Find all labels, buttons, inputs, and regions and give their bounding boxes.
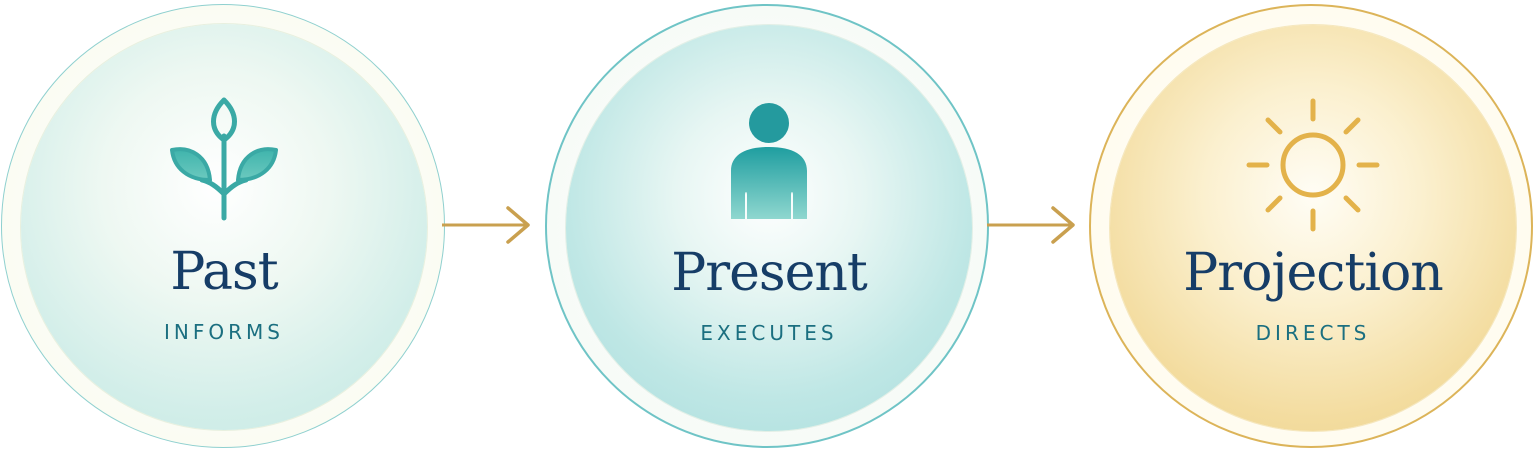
present-circle: Present EXECUTES <box>545 4 989 448</box>
present-subtitle: EXECUTES <box>700 321 838 345</box>
past-subtitle: INFORMS <box>164 320 284 344</box>
projection-circle: Projection DIRECTS <box>1089 4 1533 448</box>
arrow-right-icon <box>442 206 530 244</box>
past-circle-inner: Past INFORMS <box>21 24 427 430</box>
sprout-icon <box>170 97 278 221</box>
sun-icon <box>1246 98 1380 232</box>
present-circle-inner: Present EXECUTES <box>566 25 972 431</box>
person-icon <box>731 103 807 219</box>
arrow-right-icon <box>987 206 1075 244</box>
past-title: Past <box>170 242 278 302</box>
projection-subtitle: DIRECTS <box>1255 321 1371 345</box>
projection-title: Projection <box>1183 243 1444 303</box>
past-circle: Past INFORMS <box>1 4 445 448</box>
projection-circle-inner: Projection DIRECTS <box>1110 25 1516 431</box>
present-title: Present <box>671 243 867 303</box>
